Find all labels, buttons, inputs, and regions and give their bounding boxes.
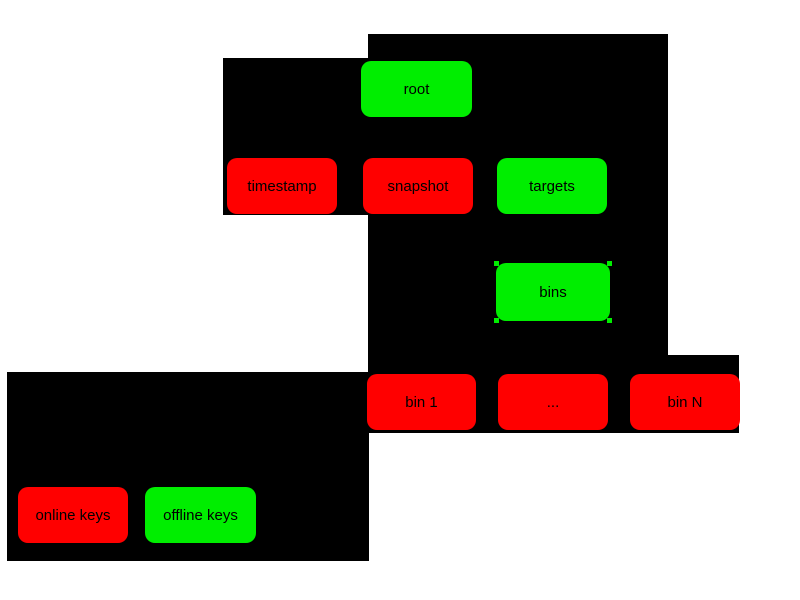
node-timestamp[interactable]: timestamp: [227, 158, 337, 214]
node-snapshot[interactable]: snapshot: [363, 158, 473, 214]
node-bins-label: bins: [539, 283, 567, 301]
selection-handle-tr[interactable]: [607, 261, 612, 266]
node-bins[interactable]: bins: [494, 261, 612, 323]
node-bin-ellipsis[interactable]: ...: [498, 374, 608, 430]
node-bin-1[interactable]: bin 1: [367, 374, 476, 430]
node-timestamp-label: timestamp: [247, 177, 317, 195]
selection-handle-br[interactable]: [607, 318, 612, 323]
node-snapshot-label: snapshot: [387, 177, 449, 195]
node-root[interactable]: root: [361, 61, 472, 117]
node-offline-keys-label: offline keys: [163, 506, 238, 524]
node-bin-n-label: bin N: [667, 393, 703, 411]
node-bin-n[interactable]: bin N: [630, 374, 740, 430]
node-online-keys[interactable]: online keys: [18, 487, 128, 543]
node-targets-label: targets: [529, 177, 575, 195]
node-offline-keys[interactable]: offline keys: [145, 487, 256, 543]
node-online-keys-label: online keys: [35, 506, 111, 524]
node-bin-1-label: bin 1: [405, 393, 438, 411]
node-bin-ellipsis-label: ...: [546, 393, 560, 411]
node-root-label: root: [403, 80, 430, 98]
node-targets[interactable]: targets: [497, 158, 607, 214]
selection-handle-bl[interactable]: [494, 318, 499, 323]
selection-handle-tl[interactable]: [494, 261, 499, 266]
